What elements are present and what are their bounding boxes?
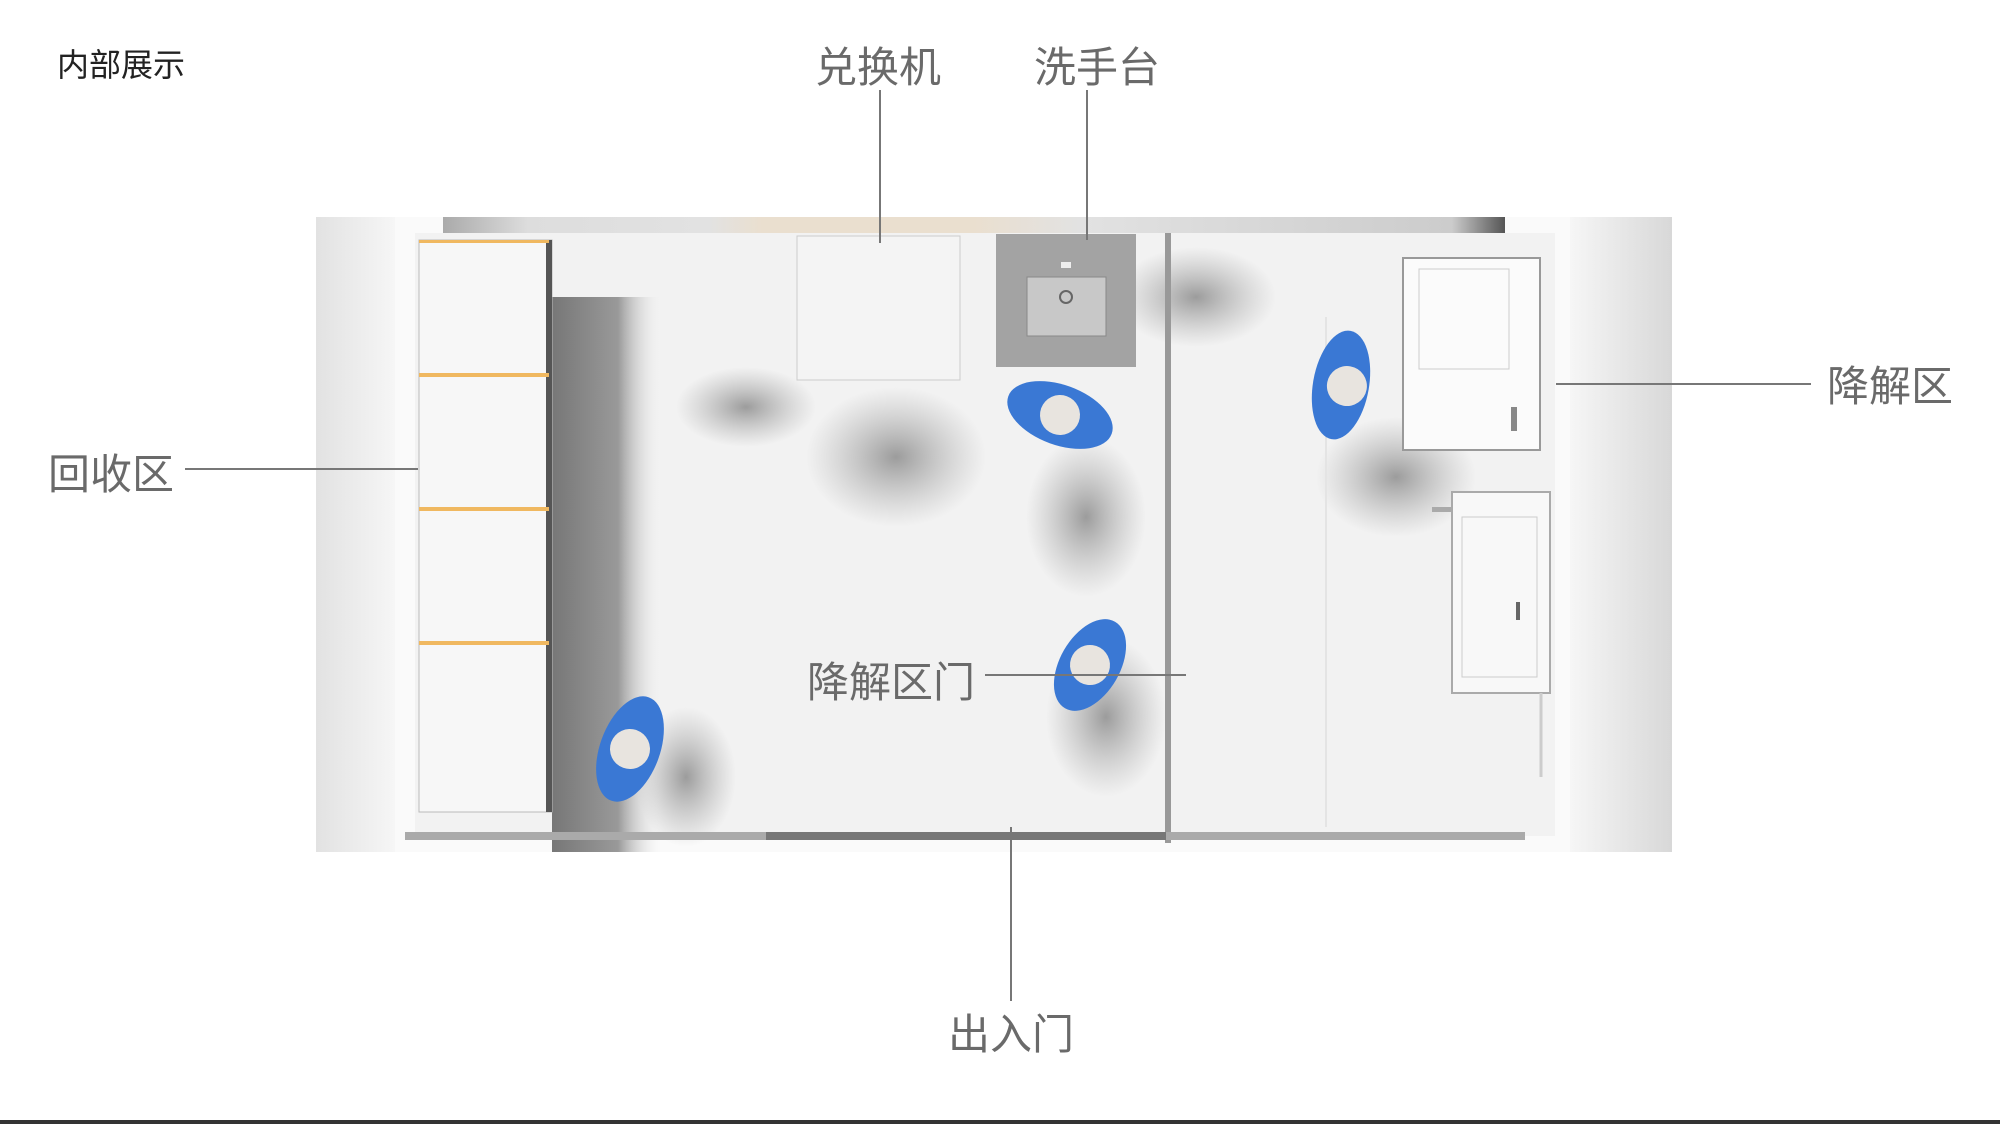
label-recycle-zone: 回收区 — [48, 450, 175, 499]
top-wall — [443, 217, 1505, 233]
leader-line-degradation-zone — [1556, 383, 1811, 385]
cabinet — [1432, 491, 1551, 777]
floor-plan-drawing — [316, 217, 1672, 852]
label-wash-basin: 洗手台 — [1034, 43, 1161, 92]
label-exchange-machine: 兑换机 — [815, 43, 942, 92]
degradation-door-wall — [1165, 233, 1171, 843]
leader-line-entrance-door — [1010, 827, 1012, 1001]
person — [1007, 381, 1113, 449]
leader-line-exchange-machine — [879, 90, 881, 243]
exchange-machine — [796, 235, 961, 381]
bottom-divider — [0, 1120, 2000, 1124]
label-entrance-door: 出入门 — [948, 1010, 1075, 1059]
recycle-shelf — [418, 239, 553, 813]
leader-line-recycle-zone — [185, 468, 418, 470]
leader-line-degradation-door — [985, 674, 1186, 676]
wash-basin — [996, 234, 1136, 367]
floor-plan — [316, 217, 1672, 852]
degradation-machine — [1402, 257, 1541, 451]
leader-line-wash-basin — [1086, 90, 1088, 240]
right-pillar — [1570, 217, 1672, 852]
left-pillar — [316, 217, 395, 852]
label-degradation-zone: 降解区 — [1827, 362, 1954, 411]
label-degradation-door: 降解区门 — [807, 658, 976, 707]
person — [1311, 330, 1371, 440]
page-title: 内部展示 — [57, 46, 186, 84]
person — [596, 696, 664, 802]
